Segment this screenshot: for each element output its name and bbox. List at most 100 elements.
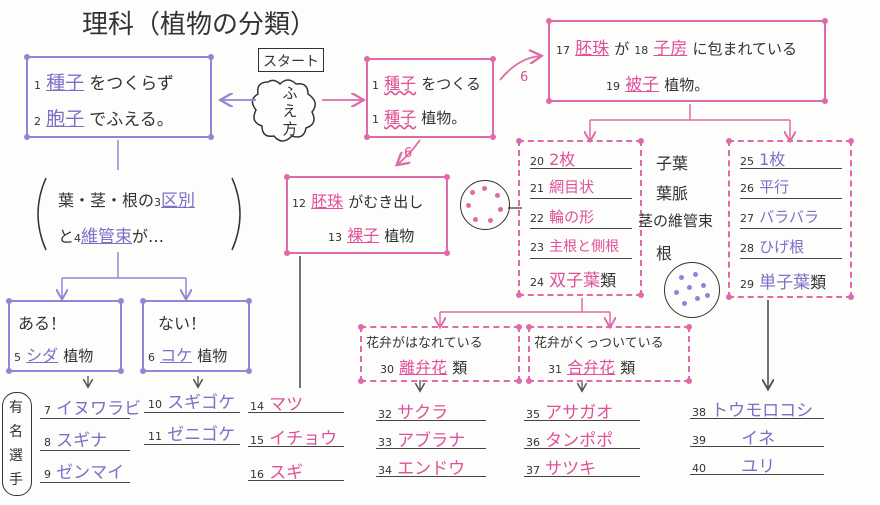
no-label: ない！ — [158, 314, 207, 333]
num-1: 1 — [34, 79, 41, 92]
angio-text-17: が — [614, 40, 630, 58]
question-text-2: と — [58, 227, 75, 246]
monocot-suffix: 類 — [810, 273, 827, 292]
answer-30: 離弁花 — [399, 358, 448, 377]
start-label: スタート — [263, 54, 319, 70]
num-7: 7 — [44, 404, 51, 417]
arrow-label-b: 6 — [404, 146, 413, 161]
no-box: ない！ 6 コケ 植物 — [140, 298, 252, 374]
monocot-vein: 平行 — [759, 178, 790, 196]
question-line-1: 葉・茎・根の3区別 — [58, 186, 195, 211]
question-line-2: と4維管束が… — [58, 222, 164, 247]
num-26: 26 — [740, 182, 754, 195]
num-24: 24 — [530, 276, 544, 289]
monocot-name: 単子葉 — [759, 273, 811, 293]
fern-item-2: スギナ — [56, 431, 108, 451]
moss-item-1: スギゴケ — [167, 393, 236, 413]
answer-13: 裸子 — [347, 226, 380, 245]
num-23: 23 — [530, 241, 544, 254]
separate-label: 花弁がはなれている — [366, 336, 483, 351]
dicot-root: 主根と側根 — [549, 239, 620, 255]
gymno-item-1: マツ — [269, 395, 304, 415]
yes-text: 植物 — [63, 347, 94, 365]
num-33: 33 — [378, 436, 392, 449]
badge-char-4: 手 — [9, 472, 23, 488]
yes-label: ある！ — [18, 314, 67, 333]
start-box: スタート — [258, 48, 324, 72]
num-31: 31 — [548, 363, 562, 376]
seed-text-2: 植物。 — [421, 109, 467, 127]
num-22: 22 — [530, 212, 544, 225]
num-39: 39 — [692, 434, 706, 447]
answer-3: 区別 — [161, 191, 196, 211]
num-10: 10 — [148, 398, 162, 411]
num-13: 13 — [328, 231, 342, 244]
angio-text-18: に包まれている — [692, 40, 798, 58]
num-16: 16 — [250, 468, 264, 481]
num-27: 27 — [740, 212, 754, 225]
separate-item-2: アブラナ — [397, 431, 466, 451]
monocot-item-3: ユリ — [741, 457, 776, 477]
answer-31: 合弁花 — [567, 358, 616, 377]
separate-item-3: エンドウ — [397, 459, 466, 479]
joined-label: 花弁がくっついている — [534, 336, 664, 351]
monocot-item-2: イネ — [741, 429, 776, 449]
feature-root: 根 — [656, 244, 673, 263]
num-25: 25 — [740, 155, 754, 168]
arrow-label-a: 6 — [520, 70, 529, 85]
num-12: 12 — [292, 197, 306, 210]
feature-stem-bundle: 茎の維管束 — [638, 212, 714, 230]
num-32: 32 — [378, 408, 392, 421]
num-30: 30 — [380, 363, 394, 376]
badge-char-2: 名 — [9, 424, 23, 440]
answer-19: 被子 — [625, 75, 660, 95]
badge-char-3: 選 — [9, 448, 23, 464]
monocot-cotyledon: 1枚 — [759, 150, 786, 169]
dicot-cotyledon: 2枚 — [549, 150, 576, 169]
num-18: 18 — [634, 44, 649, 57]
num-34: 34 — [378, 464, 392, 477]
num-28: 28 — [740, 242, 754, 255]
dicot-vein: 網目状 — [549, 178, 595, 196]
num-14: 14 — [250, 400, 264, 413]
famous-examples-badge: 有 名 選 手 — [2, 392, 32, 496]
joined-petal-box: 花弁がくっついている 31 合弁花 類 — [526, 324, 692, 384]
num-17: 17 — [556, 44, 570, 57]
seed-answer-2: 種子 — [384, 108, 417, 127]
num-9: 9 — [44, 468, 51, 481]
num-8: 8 — [44, 436, 51, 449]
moss-item-2: ゼニゴケ — [167, 425, 236, 445]
num-15: 15 — [250, 434, 264, 447]
num-37: 37 — [526, 464, 540, 477]
monocot-stem: バラバラ — [759, 208, 819, 226]
joined-suffix: 類 — [620, 359, 636, 377]
angio-text-19: 植物。 — [664, 76, 710, 94]
answer-6: コケ — [160, 346, 193, 365]
num-35: 35 — [526, 408, 540, 421]
num-4: 4 — [74, 232, 82, 245]
gymno-item-2: イチョウ — [269, 429, 338, 449]
answer-4: 維管束 — [81, 227, 133, 247]
separate-suffix: 類 — [452, 359, 468, 377]
monocot-stem-diagram — [664, 262, 720, 318]
page-title: 理科（植物の分類） — [82, 10, 317, 40]
num-11: 11 — [148, 430, 162, 443]
num-5: 5 — [14, 351, 21, 364]
no-text: 植物 — [197, 347, 228, 365]
num-1b: 1 — [372, 79, 379, 92]
num-2: 2 — [34, 115, 41, 128]
gymno-text-12: がむき出し — [348, 193, 424, 211]
seed-box: 1 種子 をつくる 1 種子 植物。 — [364, 56, 496, 140]
num-20: 20 — [530, 155, 544, 168]
num-21: 21 — [530, 182, 544, 195]
nonseed-box: 1 種子 をつくらず 2 胞子 でふえる。 — [24, 54, 214, 140]
num-36: 36 — [526, 436, 540, 449]
monocot-item-1: トウモロコシ — [711, 401, 814, 421]
gymno-item-3: スギ — [269, 463, 304, 483]
num-3: 3 — [154, 196, 162, 209]
gymno-text-13: 植物 — [384, 227, 415, 245]
method-label: ふえ方 — [282, 84, 298, 138]
answer-18: 子房 — [653, 39, 688, 59]
answer-12: 胚珠 — [311, 192, 344, 211]
